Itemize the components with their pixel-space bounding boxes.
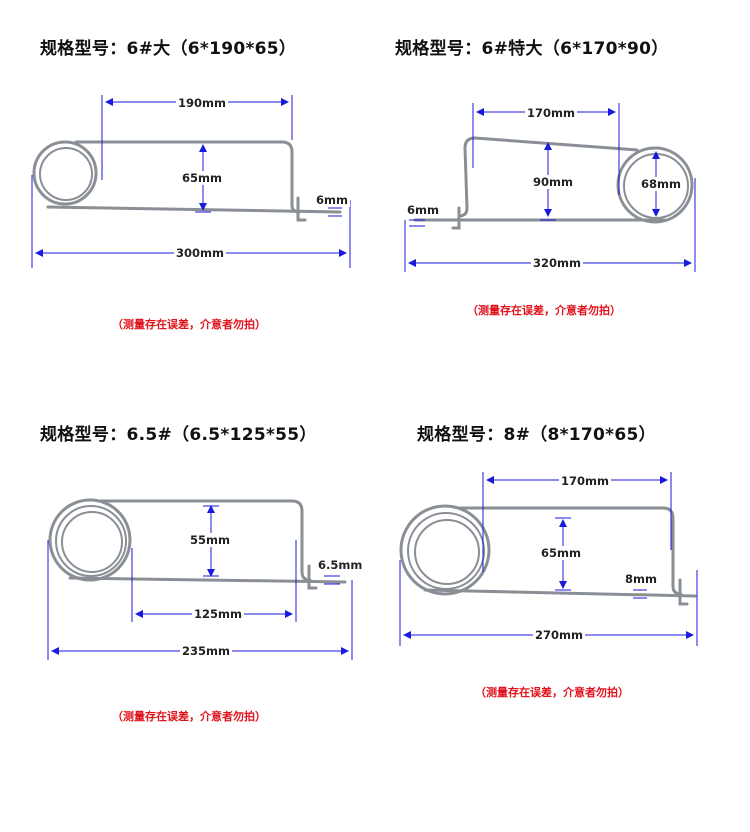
pin-wire: [48, 498, 347, 590]
panel-title: 规格型号：6#特大（6*170*90）: [395, 39, 669, 59]
safety-pin-diagram: [399, 472, 698, 646]
measurement-note: （测量存在误差，介意者勿拍）: [112, 710, 266, 723]
safety-pin-diagram: [404, 103, 696, 272]
total-length-label: 235mm: [180, 644, 232, 658]
total-length-label: 300mm: [174, 246, 226, 260]
panel-6-large: 规格型号：6#大（6*190*65） 190mm: [0, 0, 375, 400]
panel-6-extra-large: 规格型号：6#特大（6*170*90） 170mm: [375, 0, 750, 400]
safety-pin-diagram: [47, 498, 353, 660]
coil-diameter-label: 68mm: [639, 177, 683, 191]
panel-8: 规格型号：8#（8*170*65） 17: [375, 400, 750, 800]
pin-wire: [399, 504, 697, 606]
length-label: 170mm: [525, 106, 577, 120]
height-label: 65mm: [539, 546, 583, 560]
wire-diameter-label: 6.5mm: [316, 558, 365, 572]
panel-6-5: 规格型号：6.5#（6.5*125*55）: [0, 400, 375, 800]
panel-title: 规格型号：6#大（6*190*65）: [40, 39, 297, 59]
length-label: 190mm: [176, 96, 228, 110]
total-length-label: 320mm: [531, 256, 583, 270]
dimension-lines: [47, 505, 353, 660]
wire-diameter-label: 6mm: [405, 203, 441, 217]
height-label: 90mm: [531, 175, 575, 189]
measurement-note: （测量存在误差，介意者勿拍）: [467, 304, 621, 317]
pin-wire: [32, 140, 342, 222]
measurement-note: （测量存在误差，介意者勿拍）: [475, 686, 629, 699]
measurement-note: （测量存在误差，介意者勿拍）: [112, 318, 266, 331]
length-label: 125mm: [192, 607, 244, 621]
wire-diameter-label: 6mm: [314, 193, 350, 207]
total-length-label: 270mm: [533, 628, 585, 642]
panel-title: 规格型号：6.5#（6.5*125*55）: [40, 425, 317, 445]
height-label: 55mm: [188, 533, 232, 547]
length-label: 170mm: [559, 474, 611, 488]
wire-diameter-label: 8mm: [623, 572, 659, 586]
height-label: 65mm: [180, 171, 224, 185]
panel-title: 规格型号：8#（8*170*65）: [417, 425, 656, 445]
safety-pin-diagram: [31, 95, 351, 268]
